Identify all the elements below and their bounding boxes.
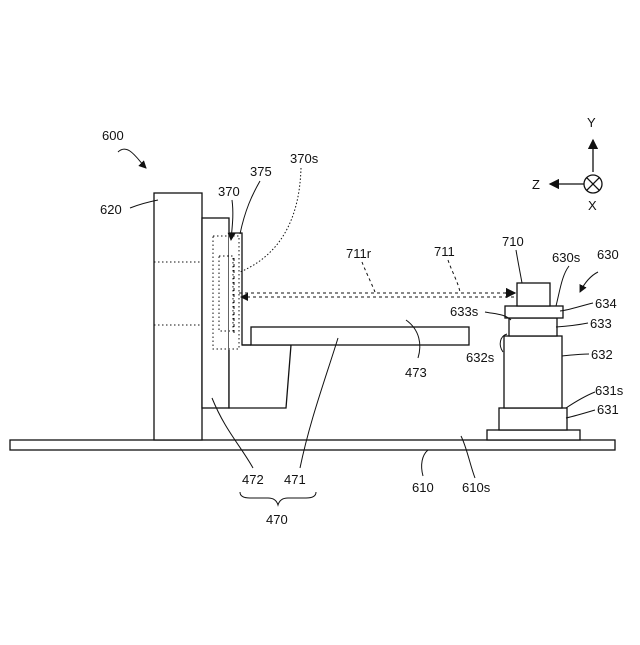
base-plate-610 xyxy=(10,440,615,450)
leader-711 xyxy=(448,260,460,292)
leader-711r xyxy=(362,262,375,292)
label-470: 470 xyxy=(266,512,288,527)
label-633: 633 xyxy=(590,316,612,331)
leader-630 xyxy=(580,272,598,292)
leader-632 xyxy=(562,354,589,356)
label-634: 634 xyxy=(595,296,617,311)
label-630: 630 xyxy=(597,247,619,262)
leader-710 xyxy=(516,250,522,283)
axis-label-x: X xyxy=(588,198,597,213)
label-710: 710 xyxy=(502,234,524,249)
label-370s: 370s xyxy=(290,151,319,166)
leader-633 xyxy=(556,323,588,327)
label-472: 472 xyxy=(242,472,264,487)
support-472 xyxy=(202,218,229,408)
leader-600 xyxy=(118,149,146,168)
label-711r: 711r xyxy=(346,246,372,261)
leader-375 xyxy=(240,181,260,234)
label-632: 632 xyxy=(591,347,613,362)
leader-610 xyxy=(422,450,428,476)
label-632s: 632s xyxy=(466,350,495,365)
label-610s: 610s xyxy=(462,480,491,495)
brace-470 xyxy=(240,492,316,505)
bracket-body xyxy=(229,233,291,408)
label-631s: 631s xyxy=(595,383,624,398)
leader-631 xyxy=(566,410,595,418)
block-631 xyxy=(499,408,567,430)
plate-634 xyxy=(505,306,563,318)
block-633 xyxy=(509,318,557,336)
wall-620 xyxy=(154,193,202,440)
label-473: 473 xyxy=(405,365,427,380)
axis-label-z: Z xyxy=(532,177,540,192)
target-710 xyxy=(517,283,550,306)
label-370: 370 xyxy=(218,184,240,199)
label-620: 620 xyxy=(100,202,122,217)
arm-plate-473 xyxy=(251,327,469,345)
label-375: 375 xyxy=(250,164,272,179)
label-711: 711 xyxy=(434,244,455,259)
label-631: 631 xyxy=(597,402,619,417)
label-633s: 633s xyxy=(450,304,479,319)
label-471: 471 xyxy=(284,472,306,487)
leader-634 xyxy=(560,303,593,311)
label-610: 610 xyxy=(412,480,434,495)
leader-631s xyxy=(566,392,595,408)
label-600: 600 xyxy=(102,128,124,143)
leader-630s xyxy=(556,266,569,306)
axis-label-y: Y xyxy=(587,115,596,130)
leader-370s xyxy=(240,168,301,272)
block-632 xyxy=(504,336,562,408)
label-630s: 630s xyxy=(552,250,581,265)
base-631-foot xyxy=(487,430,580,440)
